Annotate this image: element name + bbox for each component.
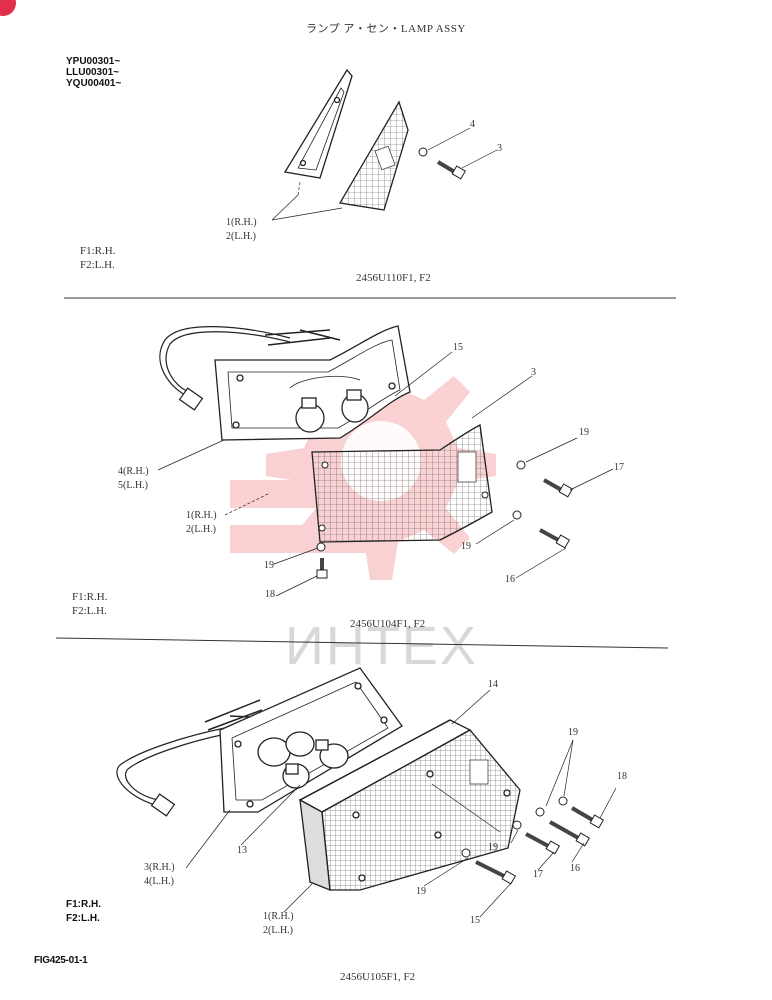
s2-callout-1rh: 1(R.H.) bbox=[186, 510, 217, 521]
s3-callout-2lh: 2(L.H.) bbox=[263, 925, 293, 936]
s3-callout-16: 16 bbox=[570, 863, 580, 874]
s3-callout-18: 18 bbox=[617, 771, 627, 782]
s3-callout-1rh: 1(R.H.) bbox=[263, 911, 294, 922]
s2-drawing-code: 2456U104F1, F2 bbox=[350, 618, 426, 630]
s2-callout-2lh: 2(L.H.) bbox=[186, 524, 216, 535]
s2-callout-19-left: 19 bbox=[264, 560, 274, 571]
s2-callout-4rh: 4(R.H.) bbox=[118, 466, 149, 477]
s1-callout-1rh: 1(R.H.) bbox=[226, 217, 257, 228]
s1-legend-f1: F1:R.H. bbox=[80, 245, 116, 257]
s2-callout-19-top: 19 bbox=[579, 427, 589, 438]
screw-17 bbox=[558, 483, 574, 498]
s1-callout-4: 4 bbox=[470, 119, 475, 130]
s1-callout-2lh: 2(L.H.) bbox=[226, 231, 256, 242]
s2-callout-16: 16 bbox=[505, 574, 515, 585]
corner-badge bbox=[0, 0, 16, 16]
s2-callout-17: 17 bbox=[614, 462, 624, 473]
wire-harness-3 bbox=[116, 699, 271, 817]
s3-legend-f2: F2:L.H. bbox=[66, 913, 100, 924]
s1-legend-f2: F2:L.H. bbox=[80, 259, 115, 271]
serial-3: YQU00401~ bbox=[66, 78, 122, 89]
washer-19-bottom bbox=[316, 542, 326, 552]
s2-callout-5lh: 5(L.H.) bbox=[118, 480, 148, 491]
s3-callout-15: 15 bbox=[470, 915, 480, 926]
s3-callout-3rh: 3(R.H.) bbox=[144, 862, 175, 873]
s2-legend-f2: F2:L.H. bbox=[72, 605, 107, 617]
washer-19-top bbox=[516, 460, 526, 470]
s3-callout-19-mid: 19 bbox=[488, 842, 498, 853]
reflector-lens bbox=[338, 100, 409, 211]
s3-drawing-code: 2456U105F1, F2 bbox=[340, 971, 416, 983]
s3-callout-19-bottom: 19 bbox=[416, 886, 426, 897]
lamp-housing-3 bbox=[219, 667, 403, 813]
s1-drawing-code: 2456U110F1, F2 bbox=[356, 272, 431, 284]
s3-legend-f1: F1:R.H. bbox=[66, 899, 101, 910]
lamp-lens bbox=[311, 424, 493, 543]
lamp-housing bbox=[214, 325, 411, 441]
serial-1: YPU00301~ bbox=[66, 56, 121, 67]
s2-callout-3: 3 bbox=[531, 367, 536, 378]
lamp-lens-3 bbox=[298, 719, 521, 892]
page-title: ランプ ア・セン・LAMP ASSY bbox=[306, 23, 466, 35]
washer-4 bbox=[418, 147, 428, 157]
washer-19-mid bbox=[512, 510, 522, 520]
reflector-frame bbox=[283, 68, 353, 179]
s3-callout-14: 14 bbox=[488, 679, 498, 690]
s3-callout-19-top: 19 bbox=[568, 727, 578, 738]
s2-callout-18: 18 bbox=[265, 589, 275, 600]
s3-callout-17: 17 bbox=[533, 869, 543, 880]
screw-18 bbox=[316, 569, 328, 579]
watermark-text: ИНТЕХ bbox=[285, 616, 478, 676]
s2-callout-15: 15 bbox=[453, 342, 463, 353]
s1-callout-3: 3 bbox=[497, 143, 502, 154]
wire-harness bbox=[159, 326, 341, 411]
serial-2: LLU00301~ bbox=[66, 67, 120, 78]
screw-16 bbox=[555, 534, 571, 549]
s3-callout-13: 13 bbox=[237, 845, 247, 856]
figure-id: FIG425-01-1 bbox=[34, 955, 88, 966]
s2-callout-19-mid: 19 bbox=[461, 541, 471, 552]
s3-callout-4lh: 4(L.H.) bbox=[144, 876, 174, 887]
screw-3 bbox=[436, 160, 467, 180]
s2-legend-f1: F1:R.H. bbox=[72, 591, 108, 603]
